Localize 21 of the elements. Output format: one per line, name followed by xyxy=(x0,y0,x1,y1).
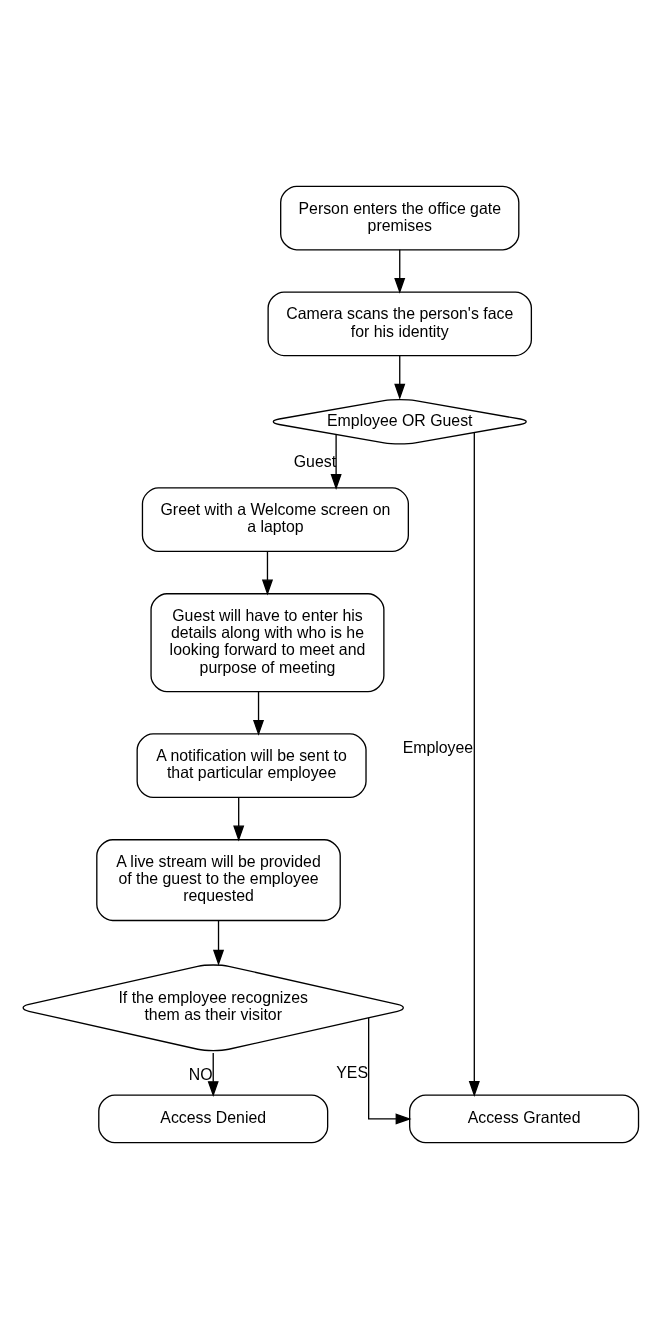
edge-label: NO xyxy=(188,1066,213,1084)
arrow xyxy=(330,433,342,490)
node-box: Greet with a Welcome screen on a laptop xyxy=(141,487,409,553)
node-box: A notification will be sent to that particular employee xyxy=(136,733,367,799)
node-box: Access Granted xyxy=(409,1094,640,1144)
edge-label: YES xyxy=(336,1063,368,1081)
node-box: A live stream will be provided of the guest to the employee requested xyxy=(96,839,341,922)
node-box: Access Denied xyxy=(98,1094,329,1144)
arrow xyxy=(233,796,245,842)
node-box: Camera scans the person's face for his identity xyxy=(267,291,533,357)
arrow xyxy=(468,432,480,1097)
edge-label: Employee xyxy=(402,738,474,756)
node-box: Person enters the office gate premises xyxy=(280,185,520,251)
arrow xyxy=(261,551,274,596)
arrow xyxy=(207,1052,219,1098)
arrow xyxy=(212,919,225,966)
node-box: Guest will have to enter his details along with who is he looking forward to meet and purpose of meeting xyxy=(150,593,385,693)
arrow xyxy=(394,249,406,294)
arrow xyxy=(394,355,406,400)
arrow xyxy=(252,691,265,736)
arrow xyxy=(368,1017,412,1125)
